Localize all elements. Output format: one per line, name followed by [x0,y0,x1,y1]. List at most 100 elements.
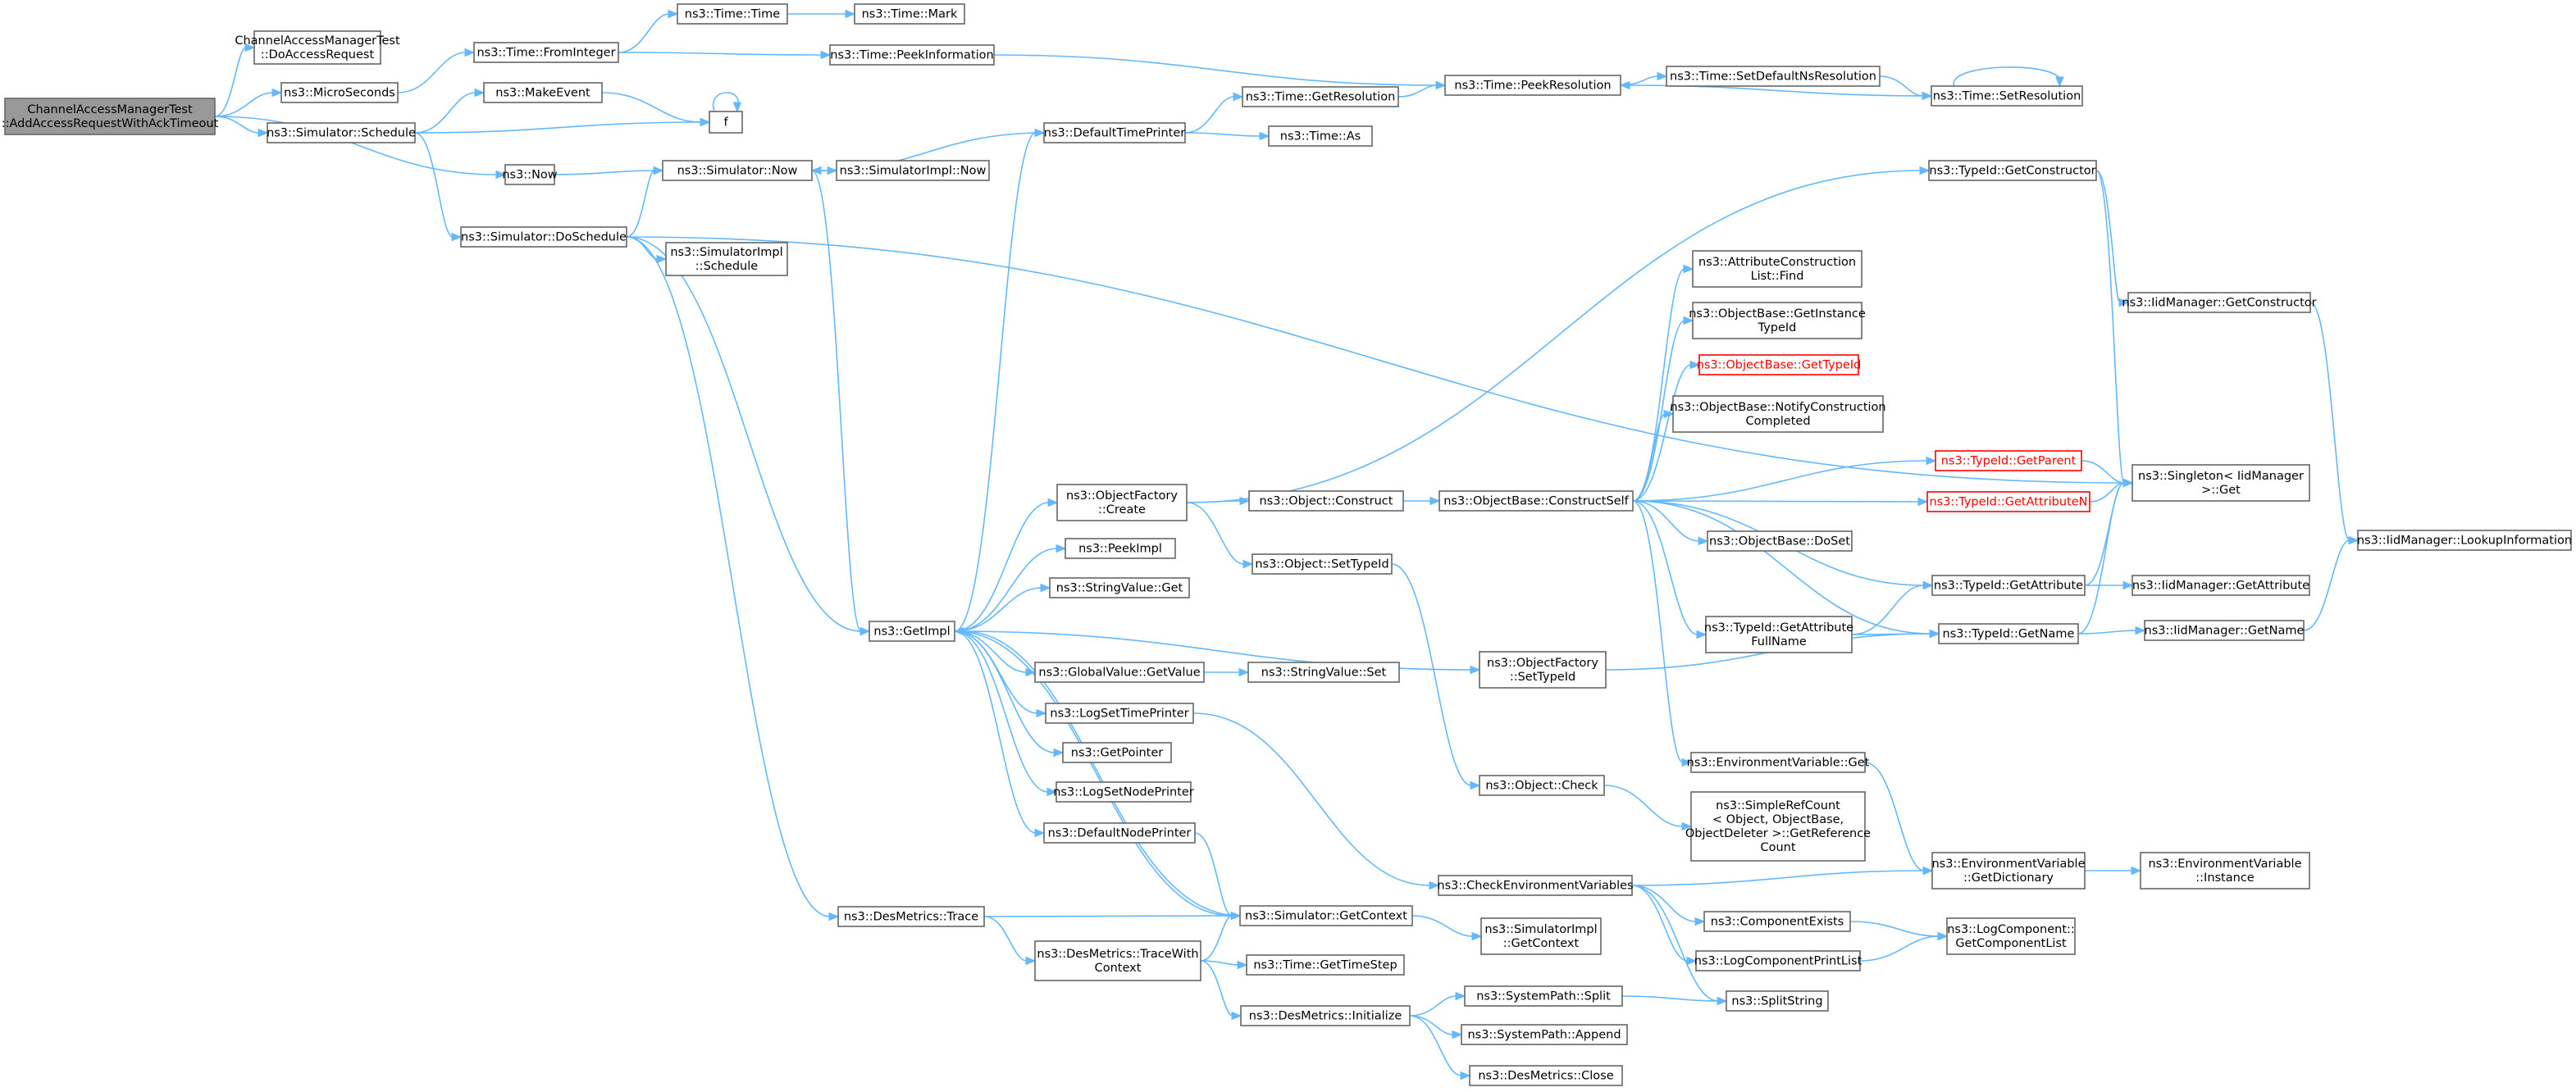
node-singletonGet[interactable]: ns3::Singleton< IidManager>::Get [2131,464,2310,502]
node-timeTime[interactable]: ns3::Time::Time [677,3,788,25]
edge-checkEnv-to-splitString [1631,885,1728,1006]
node-box [1705,616,1853,653]
node-simNow[interactable]: ns3::Simulator::Now [662,160,813,181]
edge-line [554,170,655,175]
node-logSetTime[interactable]: ns3::LogSetTimePrinter [1045,703,1194,724]
node-getAttribute[interactable]: ns3::TypeId::GetAttribute [1931,575,2086,596]
node-label: ns3::SimpleRefCount [1716,799,1840,812]
node-compExists[interactable]: ns3::ComponentExists [1703,911,1851,932]
node-defTimePrinter[interactable]: ns3::DefaultTimePrinter [1043,122,1186,143]
node-desClose[interactable]: ns3::DesMetrics::Close [1469,1065,1623,1086]
node-objCheck[interactable]: ns3::Object::Check [1479,775,1605,796]
node-now[interactable]: ns3::Now [502,164,558,185]
node-label: ns3::SystemPath::Split [1476,990,1611,1003]
node-logCompPrint[interactable]: ns3::LogComponentPrintList [1694,950,1862,971]
edge-arrowhead [1926,456,1937,466]
node-micro[interactable]: ns3::MicroSeconds [280,82,399,103]
node-fromInt[interactable]: ns3::Time::FromInteger [473,42,619,63]
node-globValGet[interactable]: ns3::GlobalValue::GetValue [1034,662,1205,683]
edge-constructSelf-to-attrConstrFind [1632,264,1694,502]
node-getTimeStep[interactable]: ns3::Time::GetTimeStep [1246,954,1405,976]
edge-line [626,236,2125,484]
node-splitString[interactable]: ns3::SplitString [1726,990,1829,1012]
node-desInit[interactable]: ns3::DesMetrics::Initialize [1240,1005,1411,1026]
edge-arrowhead [2122,580,2134,590]
node-envVarGet[interactable]: ns3::EnvironmentVariable::Get [1687,752,1870,773]
node-strValSet[interactable]: ns3::StringValue::Set [1247,662,1400,683]
node-doAccess[interactable]: ChannelAccessManagerTest::DoAccessReques… [235,30,400,65]
node-iidGetAttribute[interactable]: ns3::IidManager::GetAttribute [2131,575,2310,596]
node-peekImpl[interactable]: ns3::PeekImpl [1065,538,1176,559]
edge-sysPathSplit-to-splitString [1621,995,1728,1006]
node-label: ns3::StringValue::Get [1056,582,1183,595]
node-defNodePrinter[interactable]: ns3::DefaultNodePrinter [1043,822,1196,844]
node-box [869,621,955,642]
node-objBaseGetTypeId[interactable]: ns3::ObjectBase::GetTypeId [1697,354,1862,375]
node-strValGet[interactable]: ns3::StringValue::Get [1049,577,1190,598]
node-logSetNode[interactable]: ns3::LogSetNodePrinter [1053,781,1194,803]
node-setRes[interactable]: ns3::Time::SetResolution [1931,85,2083,107]
node-label: GetComponentList [1955,937,2067,950]
node-objFactCreate[interactable]: ns3::ObjectFactory::Create [1056,484,1188,521]
node-getImpl[interactable]: ns3::GetImpl [869,621,955,642]
edge-envVarGet-to-envGetDict [1864,762,1934,876]
node-box [709,111,743,134]
node-box [1461,1024,1628,1045]
node-label: ns3::LogSetNodePrinter [1053,786,1194,799]
node-objSetTypeId[interactable]: ns3::Object::SetTypeId [1252,553,1393,575]
node-envInstance[interactable]: ns3::EnvironmentVariable::Instance [2140,852,2310,890]
edge-line [954,587,1042,632]
node-constructSelf[interactable]: ns3::ObjectBase::ConstructSelf [1438,490,1634,512]
node-label: ::Schedule [695,260,758,273]
edge-traceWithCtx-to-getTimeStep [1200,960,1248,970]
node-sched[interactable]: ns3::Simulator::Schedule [267,122,416,143]
node-getCompList[interactable]: ns3::LogComponent::GetComponentList [1946,917,2076,955]
node-simGetCtx[interactable]: ns3::Simulator::GetContext [1239,905,1413,926]
edge-line [1632,460,1928,502]
node-label: ns3::ComponentExists [1711,916,1844,929]
edge-line [1621,995,1719,1002]
node-peekInfo[interactable]: ns3::Time::PeekInformation [829,44,995,66]
node-makeEvent[interactable]: ns3::MakeEvent [483,82,603,103]
node-f[interactable]: f [709,111,743,134]
node-objFactSetTypeId[interactable]: ns3::ObjectFactory::SetTypeId [1479,651,1607,689]
node-sysPathAppend[interactable]: ns3::SystemPath::Append [1461,1024,1628,1045]
node-simImplNow[interactable]: ns3::SimulatorImpl::Now [836,160,990,181]
node-envGetDict[interactable]: ns3::EnvironmentVariable::GetDictionary [1931,852,2086,890]
node-label: ns3::Time::Mark [862,8,958,21]
node-getAttributeN[interactable]: ns3::TypeId::GetAttributeN [1926,491,2090,512]
edge-sched-to-f [414,117,711,134]
edge-line [2077,630,2137,635]
node-doSched[interactable]: ns3::Simulator::DoSchedule [460,226,627,248]
node-iidLookup[interactable]: ns3::IidManager::LookupInformation [2357,530,2572,551]
node-desTrace[interactable]: ns3::DesMetrics::Trace [837,906,985,927]
node-setDefNs[interactable]: ns3::Time::SetDefaultNsResolution [1666,66,1881,87]
node-peekRes[interactable]: ns3::Time::PeekResolution [1444,75,1621,96]
node-objConstruct[interactable]: ns3::Object::Construct [1248,490,1404,512]
node-getRes[interactable]: ns3::Time::GetResolution [1242,86,1399,107]
node-root[interactable]: ChannelAccessManagerTest::AddAccessReque… [2,98,219,135]
node-iidGetName[interactable]: ns3::IidManager::GetName [2144,620,2305,641]
node-timeAs[interactable]: ns3::Time::As [1268,125,1373,147]
edge-getConstructor-to-singletonGet [2095,170,2134,488]
node-getParent[interactable]: ns3::TypeId::GetParent [1935,450,2082,471]
node-simImplSched[interactable]: ns3::SimulatorImpl::Schedule [665,242,788,276]
node-iidGetConstructor[interactable]: ns3::IidManager::GetConstructor [2122,292,2317,313]
edge-arrowhead [1917,497,1929,507]
node-simpleRefCount[interactable]: ns3::SimpleRefCount< Object, ObjectBase,… [1685,791,1871,862]
edge-arrowhead [451,232,463,242]
node-notifyConstr[interactable]: ns3::ObjectBase::NotifyConstructionCompl… [1670,395,1886,433]
edge-constructSelf-to-doSet [1632,500,1709,546]
node-sysPathSplit[interactable]: ns3::SystemPath::Split [1464,985,1623,1007]
node-getConstructor[interactable]: ns3::TypeId::GetConstructor [1928,160,2097,181]
node-checkEnv[interactable]: ns3::CheckEnvironmentVariables [1437,875,1634,896]
node-simImplGetCtx[interactable]: ns3::SimulatorImpl::GetContext [1480,917,1602,955]
node-timeMark[interactable]: ns3::Time::Mark [854,3,965,25]
node-getName[interactable]: ns3::TypeId::GetName [1938,623,2079,644]
node-getPointer[interactable]: ns3::GetPointer [1062,742,1172,763]
node-doSet[interactable]: ns3::ObjectBase::DoSet [1707,530,1853,552]
